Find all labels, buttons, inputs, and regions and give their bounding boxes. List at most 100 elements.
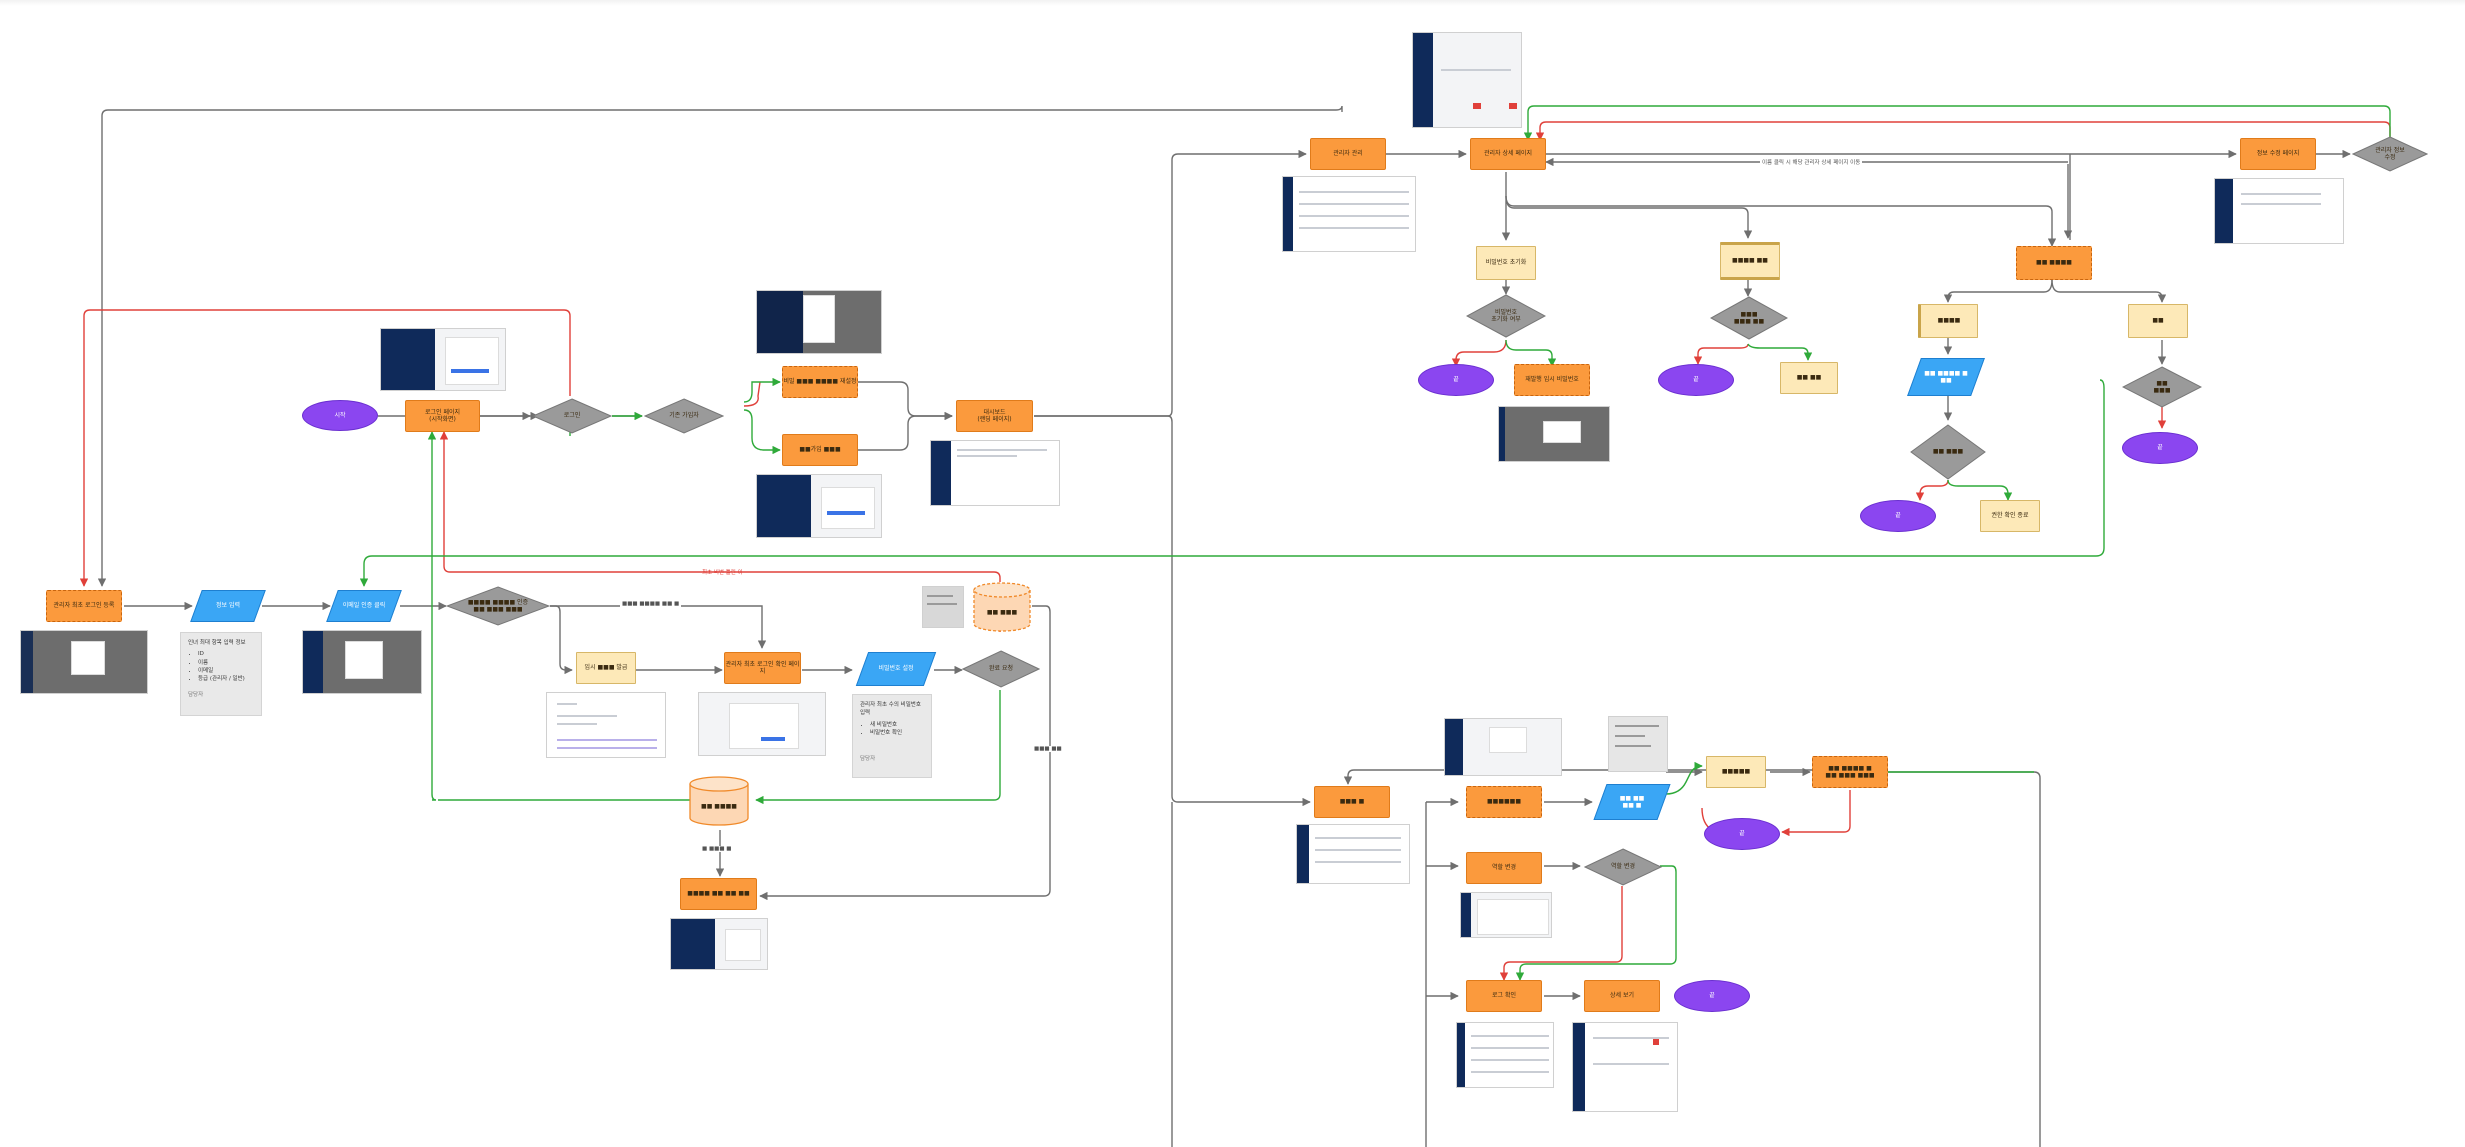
edge [1915, 479, 1949, 501]
node-text: 끝 [1895, 512, 1901, 520]
perm-decision-2[interactable]: ■■ ■■■ [2122, 366, 2202, 408]
email-auth-node[interactable]: 이메일 인증 클릭 [326, 590, 402, 622]
log-view-node[interactable]: 로그 확인 [1466, 980, 1542, 1012]
admin-detail-screenshot [1412, 32, 1522, 128]
forgot-password-node[interactable]: 비밀 ■■■ ■■■■ 재설정 [782, 366, 858, 398]
node-text: 끝 [1709, 992, 1715, 1000]
user-list-node[interactable]: ■■■■■■ [1466, 786, 1542, 818]
node-text: ■■■■ [1937, 317, 1961, 325]
db-user-cylinder[interactable]: ■■ ■■■■ [688, 776, 750, 826]
info-input-node[interactable]: 정보 입력 [190, 590, 266, 622]
perm-note-2[interactable]: ■■ [2128, 304, 2188, 338]
node-text: 완료 요청 [989, 665, 1013, 673]
decision-shape [532, 398, 612, 434]
info-edit-page-node[interactable]: 정보 수정 페이지 [2240, 138, 2316, 170]
edge [1034, 415, 1311, 807]
dashboard-node[interactable]: 대시보드 (랜딩 페이지) [956, 400, 1033, 432]
member-decision[interactable]: 기존 가입자 [644, 398, 724, 434]
end-terminator[interactable]: 끝 [2122, 432, 2198, 464]
end-terminator[interactable]: 끝 [1418, 364, 1494, 396]
user-note-node[interactable]: ■■■■■ [1706, 756, 1766, 788]
end-terminator[interactable]: 끝 [1658, 364, 1734, 396]
admin-detail-node[interactable]: 관리자 상세 페이지 [1470, 138, 1546, 170]
edge [550, 605, 573, 675]
node-text: ■■ ■■■■ [2036, 259, 2072, 267]
user-result-node[interactable]: ■■ ■■■■ ■ ■■ ■■■ ■■■ [1812, 756, 1888, 788]
admin-register-node[interactable]: 관리자 최초 로그인 등록 [46, 590, 122, 622]
user-input-node[interactable]: ■■ ■■ ■■ ■ [1593, 784, 1671, 820]
edge-label: 최초 비번 틀린 이 [702, 570, 743, 576]
end-terminator[interactable]: 끝 [1674, 980, 1750, 1012]
cylinder-shape [689, 776, 749, 826]
admin-verify-node[interactable]: 관리자 최초 로그인 확인 페이지 [724, 652, 801, 684]
complete-decision[interactable]: 완료 요청 [962, 650, 1040, 688]
result-page-node[interactable]: ■■■■ ■■ ■■ ■■ [680, 878, 757, 910]
memo-footer: 담당자 [860, 756, 876, 762]
user-list-screenshot [1444, 718, 1562, 776]
signup-node[interactable]: ■■가입 ■■■ [782, 434, 858, 466]
perm-done-node[interactable]: 권한 확인 종료 [1980, 500, 2040, 532]
admin-info-decision[interactable]: 관리자 정보 수정 [2352, 136, 2428, 172]
decision-shape [1466, 294, 1546, 338]
temp-password-node[interactable]: 임시 ■■■ 발급 [576, 652, 636, 684]
cylinder-shape [973, 582, 1031, 632]
role-decision[interactable]: 역할 변경 [1584, 848, 1662, 886]
edge [743, 409, 781, 455]
status-decision[interactable]: ■■■ ■■■ ■■ [1710, 296, 1788, 340]
admin-management-node[interactable]: 관리자 관리 [1310, 138, 1386, 170]
pw-reset-decision[interactable]: 비밀번호 초기화 여부 [1466, 294, 1546, 338]
db-save-cylinder[interactable]: ■■ ■■■ [972, 582, 1032, 632]
log-detail-screenshot [1572, 1022, 1678, 1112]
end-terminator[interactable]: 끝 [1860, 500, 1936, 532]
perm-note-1[interactable]: ■■■■ [1918, 304, 1978, 338]
memo-item: 등급 (관리자 / 일반) [198, 675, 254, 683]
node-text: ■■ ■■■ [986, 609, 1018, 617]
status-done-node[interactable]: ■■ ■■ [1780, 362, 1838, 394]
end-terminator[interactable]: 끝 [1704, 818, 1780, 850]
edge [1499, 886, 1623, 981]
password-set-node[interactable]: 비밀번호 설정 [855, 652, 937, 686]
memo-list: ID 이름 이메일 등급 (관리자 / 일반) [188, 650, 254, 683]
perm-input-node[interactable]: ■■ ■■■■ ■ ■■ [1907, 358, 1985, 396]
status-change-node[interactable]: ■■■■ ■■ [1720, 242, 1780, 280]
admin-mgmt-screenshot [1282, 176, 1416, 252]
email-screenshot [302, 630, 422, 694]
memo-item: 이메일 [198, 667, 254, 675]
admin-verify-screenshot [698, 692, 826, 756]
node-text: ■■ [2152, 317, 2164, 325]
node-text: ■■■■ ■■ ■■ ■■ [687, 890, 750, 898]
memo-list: 새 비밀번호 비밀번호 확인 [860, 721, 924, 738]
role-change-node[interactable]: 역할 변경 [1466, 852, 1542, 884]
login-decision[interactable]: 로그인 [532, 398, 612, 434]
node-text: 끝 [2157, 444, 2163, 452]
decision-shape [2352, 136, 2428, 172]
start-terminator[interactable]: 시작 [302, 400, 378, 431]
edge [1505, 339, 1557, 367]
edge [1943, 279, 2053, 303]
node-text: 비밀번호 초기화 여부 [1491, 308, 1521, 324]
memo-title: 인녀 최대 항목 입력 정보 [188, 640, 246, 646]
edge [427, 431, 437, 801]
node-text: 관리자 최초 로그인 확인 페이지 [725, 660, 800, 676]
pw-reset-done-node[interactable]: 재발행 임시 비밀번호 [1514, 364, 1590, 396]
decision-shape [446, 586, 550, 626]
user-management-node[interactable]: ■■■ ■ [1314, 786, 1390, 818]
log-detail-node[interactable]: 상세 보기 [1584, 980, 1660, 1012]
admin-reg-screenshot [20, 630, 148, 694]
node-text: 비밀번호 초기화 [1485, 259, 1527, 267]
node-text: ■■ ■■■■ ■ ■■ ■■■ ■■■ [1825, 764, 1875, 780]
result-screenshot [670, 918, 768, 970]
node-text: 상세 보기 [1610, 992, 1634, 1000]
info-edit-screenshot [2214, 178, 2344, 244]
edge [1515, 865, 1677, 981]
edge [439, 431, 1001, 582]
forgot-screenshot [756, 290, 882, 354]
login-page-node[interactable]: 로그인 페이지 (시작화면) [405, 400, 480, 432]
permission-change-node[interactable]: ■■ ■■■■ [2016, 246, 2092, 280]
perm-decision[interactable]: ■■ ■■■ [1910, 424, 1986, 480]
node-text: 역할 변경 [1611, 863, 1635, 871]
memo-password: 관리자 최초 수의 비밀번호 입력 새 비밀번호 비밀번호 확인 담당자 [852, 694, 932, 778]
email-decision[interactable]: ■■■■ ■■■■ 인증 ■■ ■■■ ■■■ [446, 586, 550, 626]
pw-reset-node[interactable]: 비밀번호 초기화 [1476, 246, 1536, 280]
